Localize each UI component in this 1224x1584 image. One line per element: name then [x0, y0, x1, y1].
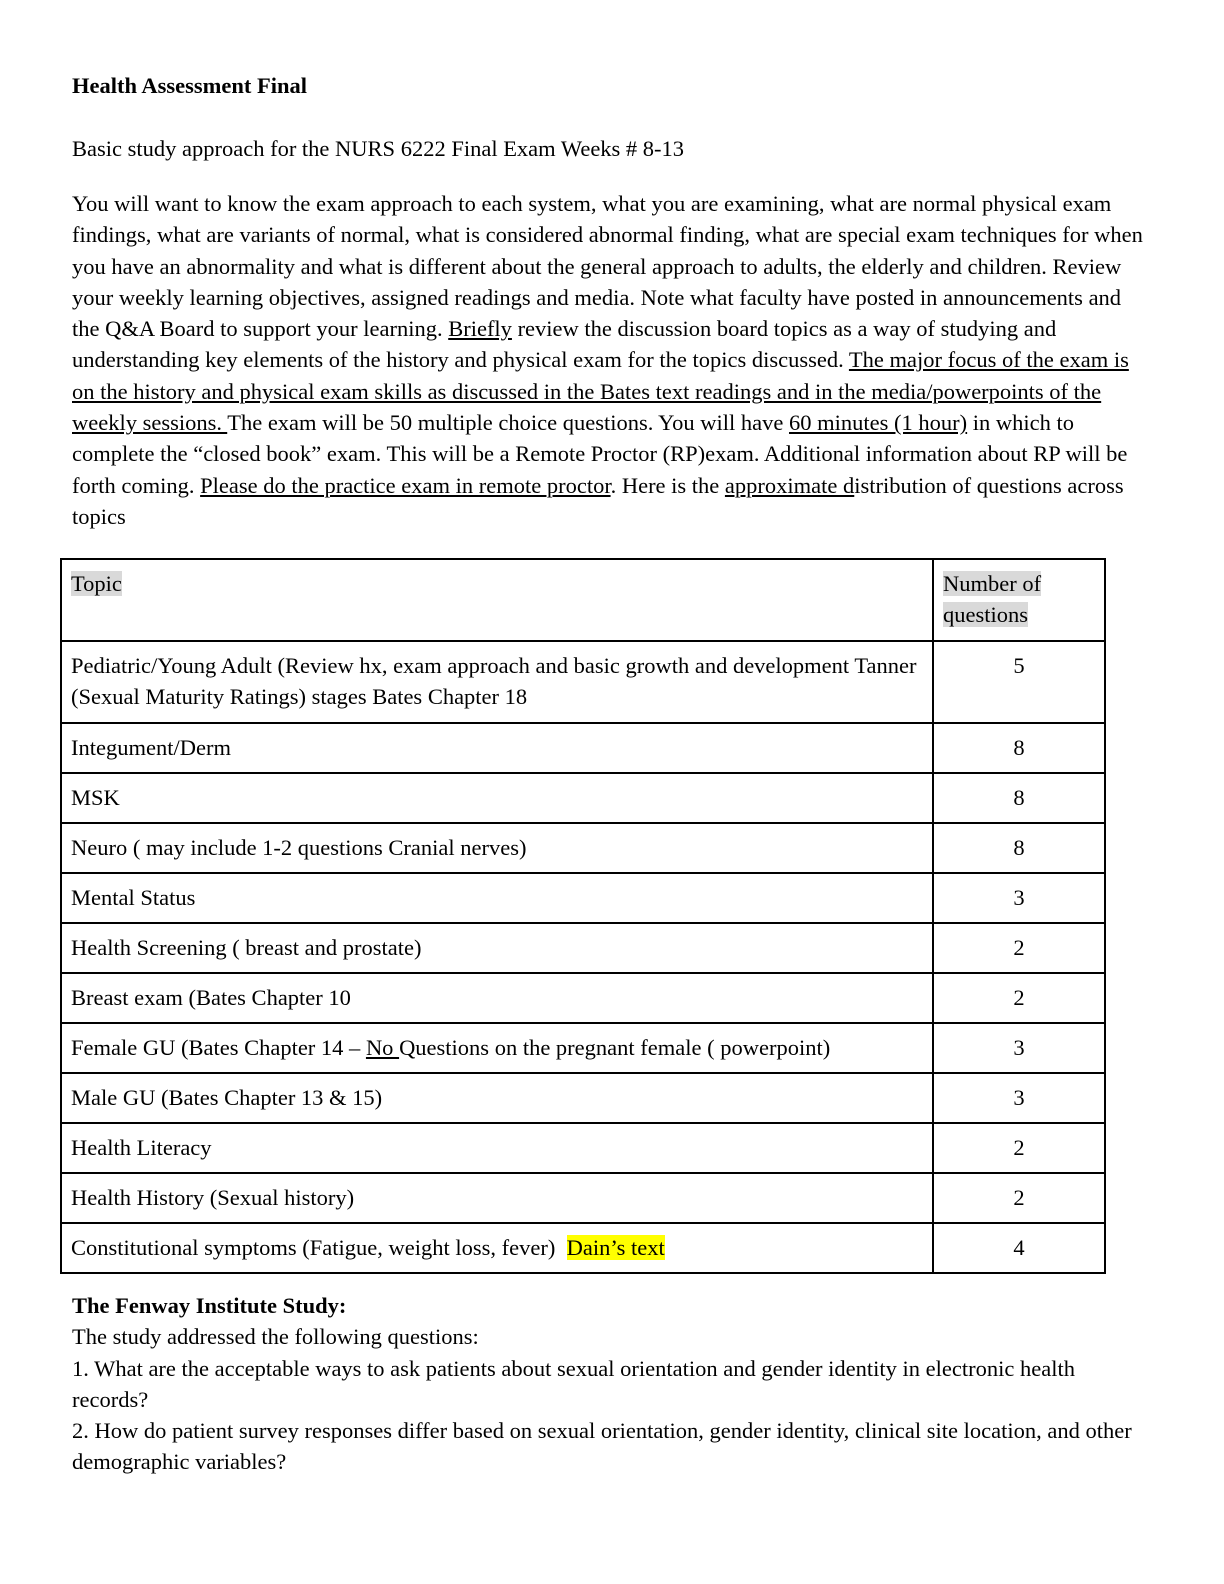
underlined-approximate: approximate d — [724, 472, 855, 498]
intro-text-2: review the discussion board topics as a … — [72, 316, 1057, 373]
fenway-title: The Fenway Institute Study: — [72, 1293, 347, 1318]
underlined-practice: Please do the practice exam in remote pr… — [200, 472, 611, 498]
topic-text-pre: Female GU (Bates Chapter 14 – — [71, 1035, 366, 1060]
count-cell: 4 — [932, 1222, 1106, 1274]
table-row: Integument/Derm 8 — [60, 722, 1106, 774]
count-cell: 3 — [932, 1022, 1106, 1074]
intro-text-6: istribution of questions across topics — [72, 472, 1124, 529]
count-cell: 2 — [932, 922, 1106, 974]
table-row: MSK 8 — [60, 772, 1106, 824]
count-cell: 8 — [932, 822, 1106, 874]
topic-cell: Health Screening ( breast and prostate) — [60, 922, 934, 974]
topic-cell: Male GU (Bates Chapter 13 & 15) — [60, 1072, 934, 1124]
fenway-section: The Fenway Institute Study: The study ad… — [72, 1290, 1152, 1478]
count-cell: 5 — [932, 640, 1106, 724]
topic-cell: Integument/Derm — [60, 722, 934, 774]
underlined-no: No — [365, 1035, 400, 1060]
table-row: Male GU (Bates Chapter 13 & 15) 3 — [60, 1072, 1106, 1124]
header-topic-cell: Topic — [60, 558, 934, 642]
count-cell: 3 — [932, 872, 1106, 924]
table-row: Health Screening ( breast and prostate) … — [60, 922, 1106, 974]
table-row: Health History (Sexual history) 2 — [60, 1172, 1106, 1224]
table-row: Mental Status 3 — [60, 872, 1106, 924]
intro-paragraph: You will want to know the exam approach … — [72, 188, 1152, 532]
topic-cell: Neuro ( may include 1-2 questions Crania… — [60, 822, 934, 874]
underlined-briefly: Briefly — [448, 316, 512, 342]
underlined-major-focus: The major focus of the exam is on the hi… — [72, 347, 1129, 436]
underlined-time: 60 minutes (1 hour) — [789, 410, 968, 436]
intro-text-4: in which to complete the “closed book” e… — [72, 410, 1128, 498]
fenway-lead: The study addressed the following questi… — [72, 1324, 479, 1350]
table-row: Constitutional symptoms (Fatigue, weight… — [60, 1222, 1106, 1274]
subtitle: Basic study approach for the NURS 6222 F… — [72, 136, 685, 161]
topic-text-post: Questions on the pregnant female ( power… — [399, 1035, 831, 1060]
question-distribution-table: Topic Number of questions Pediatric/Youn… — [60, 558, 1106, 1274]
topic-cell: Breast exam (Bates Chapter 10 — [60, 972, 934, 1024]
intro-text-1: You will want to know the exam approach … — [72, 191, 1143, 342]
topic-cell: MSK — [60, 772, 934, 824]
topic-cell: Health History (Sexual history) — [60, 1172, 934, 1224]
topic-cell: Health Literacy — [60, 1122, 934, 1174]
count-cell: 8 — [932, 722, 1106, 774]
fenway-question-1: 1. What are the acceptable ways to ask p… — [72, 1355, 1075, 1412]
header-count-cell: Number of questions — [932, 558, 1106, 642]
table-header-row: Topic Number of questions — [60, 558, 1106, 642]
topic-cell: Pediatric/Young Adult (Review hx, exam a… — [60, 640, 934, 724]
topic-cell: Constitutional symptoms (Fatigue, weight… — [60, 1222, 934, 1274]
topic-text: Constitutional symptoms (Fatigue, weight… — [71, 1235, 567, 1260]
count-cell: 2 — [932, 972, 1106, 1024]
header-topic: Topic — [71, 571, 122, 596]
table-row: Neuro ( may include 1-2 questions Crania… — [60, 822, 1106, 874]
page-title: Health Assessment Final — [72, 73, 308, 98]
topic-cell: Female GU (Bates Chapter 14 – No Questio… — [60, 1022, 934, 1074]
table-row: Health Literacy 2 — [60, 1122, 1106, 1174]
count-cell: 3 — [932, 1072, 1106, 1124]
count-cell: 8 — [932, 772, 1106, 824]
header-count: Number of questions — [943, 571, 1042, 627]
count-cell: 2 — [932, 1172, 1106, 1224]
fenway-question-2: 2. How do patient survey responses diffe… — [72, 1418, 1132, 1475]
table-row: Breast exam (Bates Chapter 10 2 — [60, 972, 1106, 1024]
intro-text-3: The exam will be 50 multiple choice ques… — [227, 410, 790, 436]
highlighted-text: Dain’s text — [566, 1235, 665, 1260]
intro-text-5: . Here is the — [610, 472, 725, 498]
table-row: Pediatric/Young Adult (Review hx, exam a… — [60, 640, 1106, 724]
table-row: Female GU (Bates Chapter 14 – No Questio… — [60, 1022, 1106, 1074]
count-cell: 2 — [932, 1122, 1106, 1174]
topic-cell: Mental Status — [60, 872, 934, 924]
